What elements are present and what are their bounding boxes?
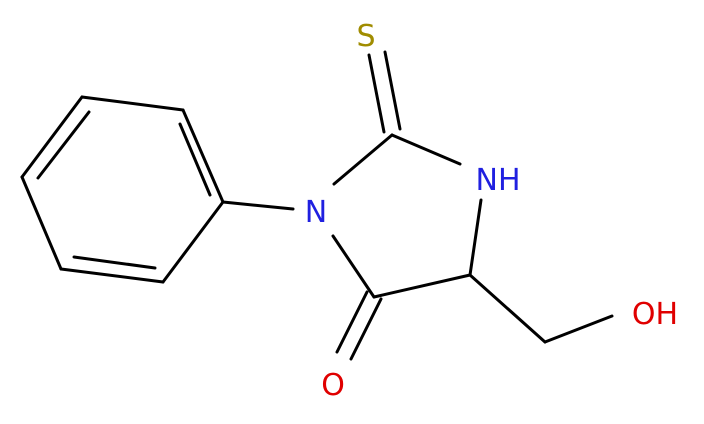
bond	[20, 175, 63, 271]
bond	[543, 314, 614, 344]
bond	[367, 53, 386, 134]
bond	[468, 198, 483, 277]
double-bond-inner	[36, 110, 91, 180]
bond	[390, 133, 462, 166]
bond	[80, 95, 185, 112]
bond	[331, 234, 376, 299]
bond	[349, 297, 383, 361]
imidazolidine-ring	[331, 133, 483, 299]
double-bond-inner	[72, 255, 157, 270]
bond	[332, 133, 394, 186]
hydroxyl-group: OH	[632, 297, 678, 332]
bond	[468, 273, 547, 344]
bond	[161, 200, 225, 284]
nh-group: NH	[476, 163, 521, 198]
bond	[59, 267, 165, 284]
bond	[383, 50, 402, 131]
bond	[221, 200, 295, 211]
double-bond-inner	[178, 122, 212, 197]
ring-nitrogen-atom: N	[305, 195, 327, 230]
phenyl-ring	[20, 95, 225, 284]
bond	[335, 290, 369, 354]
carbonyl-oxygen-atom: O	[321, 368, 345, 403]
bond	[372, 273, 472, 299]
bond	[20, 95, 84, 179]
sulfur-atom: S	[356, 19, 375, 54]
thione-double-bond	[367, 50, 402, 134]
carbonyl-double-bond	[335, 290, 383, 361]
bond	[181, 108, 225, 204]
